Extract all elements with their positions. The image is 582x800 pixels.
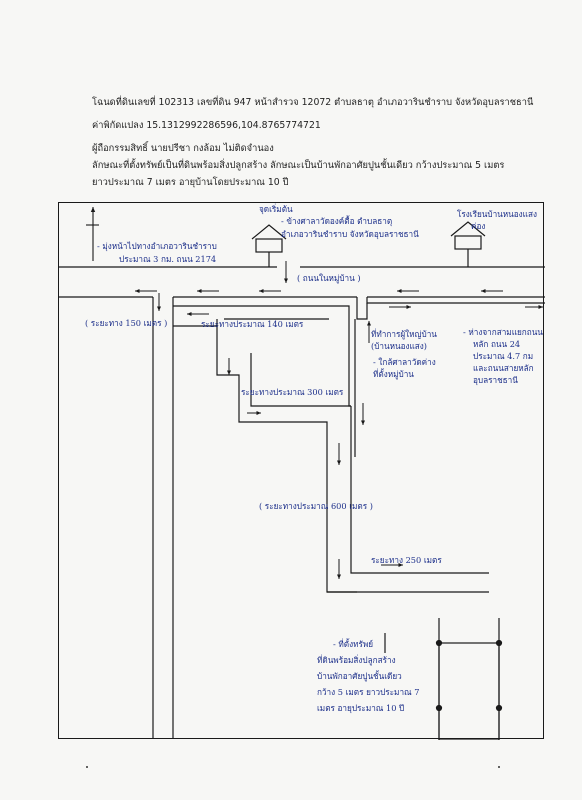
property-desc-line-3: กว้าง 5 เมตร ยาวประมาณ 7 <box>317 687 420 697</box>
school-label-2: ค่อง <box>471 221 486 231</box>
property-description-line-2: ยาวประมาณ 7 เมตร อายุบ้านโดยประมาณ 10 ปี <box>92 177 289 188</box>
right-branch-road <box>354 297 545 457</box>
right-direction-note-1: - ห่างจากสามแยกถนน <box>463 327 543 337</box>
deed-info-line: โฉนดที่ดินเลขที่ 102313 เลขที่ดิน 947 หน… <box>92 97 534 108</box>
distance-140-label: ระยะทางประมาณ 140 เมตร <box>201 319 304 329</box>
route-map-frame: จุดเริ่มต้น - ข้างศาลาวัดองค์ตื้อ ตำบลธา… <box>58 202 545 740</box>
right-branch-arrows <box>361 305 543 425</box>
start-point-description: - ข้างศาลาวัดองค์ตื้อ ตำบลธาตุ <box>281 216 393 226</box>
distance-150-label: ( ระยะทาง 150 เมตร ) <box>85 318 168 328</box>
scan-speck <box>498 766 500 768</box>
direction-note-left-2: ประมาณ 3 กม. ถนน 2174 <box>119 254 217 264</box>
temple-house-icon <box>251 224 287 267</box>
temple-near-label-2: ที่ตั้งหมู่บ้าน <box>373 369 414 379</box>
village-office-label-2: (บ้านหนองแสง) <box>371 341 427 351</box>
right-direction-note-4: และถนนสายหลัก <box>473 363 534 373</box>
right-direction-note-3: ประมาณ 4.7 กม <box>473 351 534 361</box>
direction-note-left: - มุ่งหน้าไปทางอำเภอวารินชำราบ <box>97 241 217 251</box>
distance-300-label: ระยะทางประมาณ 300 เมตร <box>241 387 344 397</box>
property-desc-line-1: ที่ดินพร้อมสิ่งปลูกสร้าง <box>317 655 396 665</box>
main-road <box>59 266 545 298</box>
start-point-label: จุดเริ่มต้น <box>259 204 293 214</box>
start-point-description-2: อำเภอวารินชำราบ จังหวัดอุบลราชธานี <box>281 229 419 239</box>
distance-600-label: ( ระยะทางประมาณ 600 เมตร ) <box>259 501 373 511</box>
left-branch-road <box>152 297 174 739</box>
winding-road-arrows <box>187 312 403 579</box>
village-road-name: ( ถนนในหมู่บ้าน ) <box>297 273 361 283</box>
coordinates-line: ค่าพิกัดแปลง 15.1312992286596,104.876577… <box>92 120 321 131</box>
right-direction-note-2: หลัก ถนน 24 <box>473 339 521 349</box>
route-map-drawing <box>59 207 545 740</box>
property-desc-line-2: บ้านพักอาศัยปูนชั้นเดียว <box>317 671 402 681</box>
village-office-label: ที่ทำการผู้ใหญ่บ้าน <box>371 329 437 339</box>
north-arrow-icon <box>86 207 99 261</box>
property-location-title: - ที่ตั้งทรัพย์ <box>333 639 374 649</box>
property-plot <box>384 618 503 740</box>
scan-speck <box>86 766 88 768</box>
school-label: โรงเรียนบ้านหนองแสง <box>457 209 537 219</box>
owner-line: ผู้ถือกรรมสิทธิ์ นายปรีชา กงล้อม ไม่ติดจ… <box>92 143 274 154</box>
distance-250-label: ระยะทาง 250 เมตร <box>371 555 442 565</box>
right-direction-note-5: อุบลราชธานี <box>473 375 518 385</box>
property-desc-line-4: เมตร อายุประมาณ 10 ปี <box>317 703 405 713</box>
temple-near-label: - ใกล้ศาลาวัดค่าง <box>373 357 436 367</box>
property-description-line-1: ลักษณะที่ตั้งทรัพย์เป็นที่ดินพร้อมสิ่งปล… <box>92 160 505 171</box>
school-house-icon <box>450 221 486 267</box>
winding-road <box>173 305 489 593</box>
